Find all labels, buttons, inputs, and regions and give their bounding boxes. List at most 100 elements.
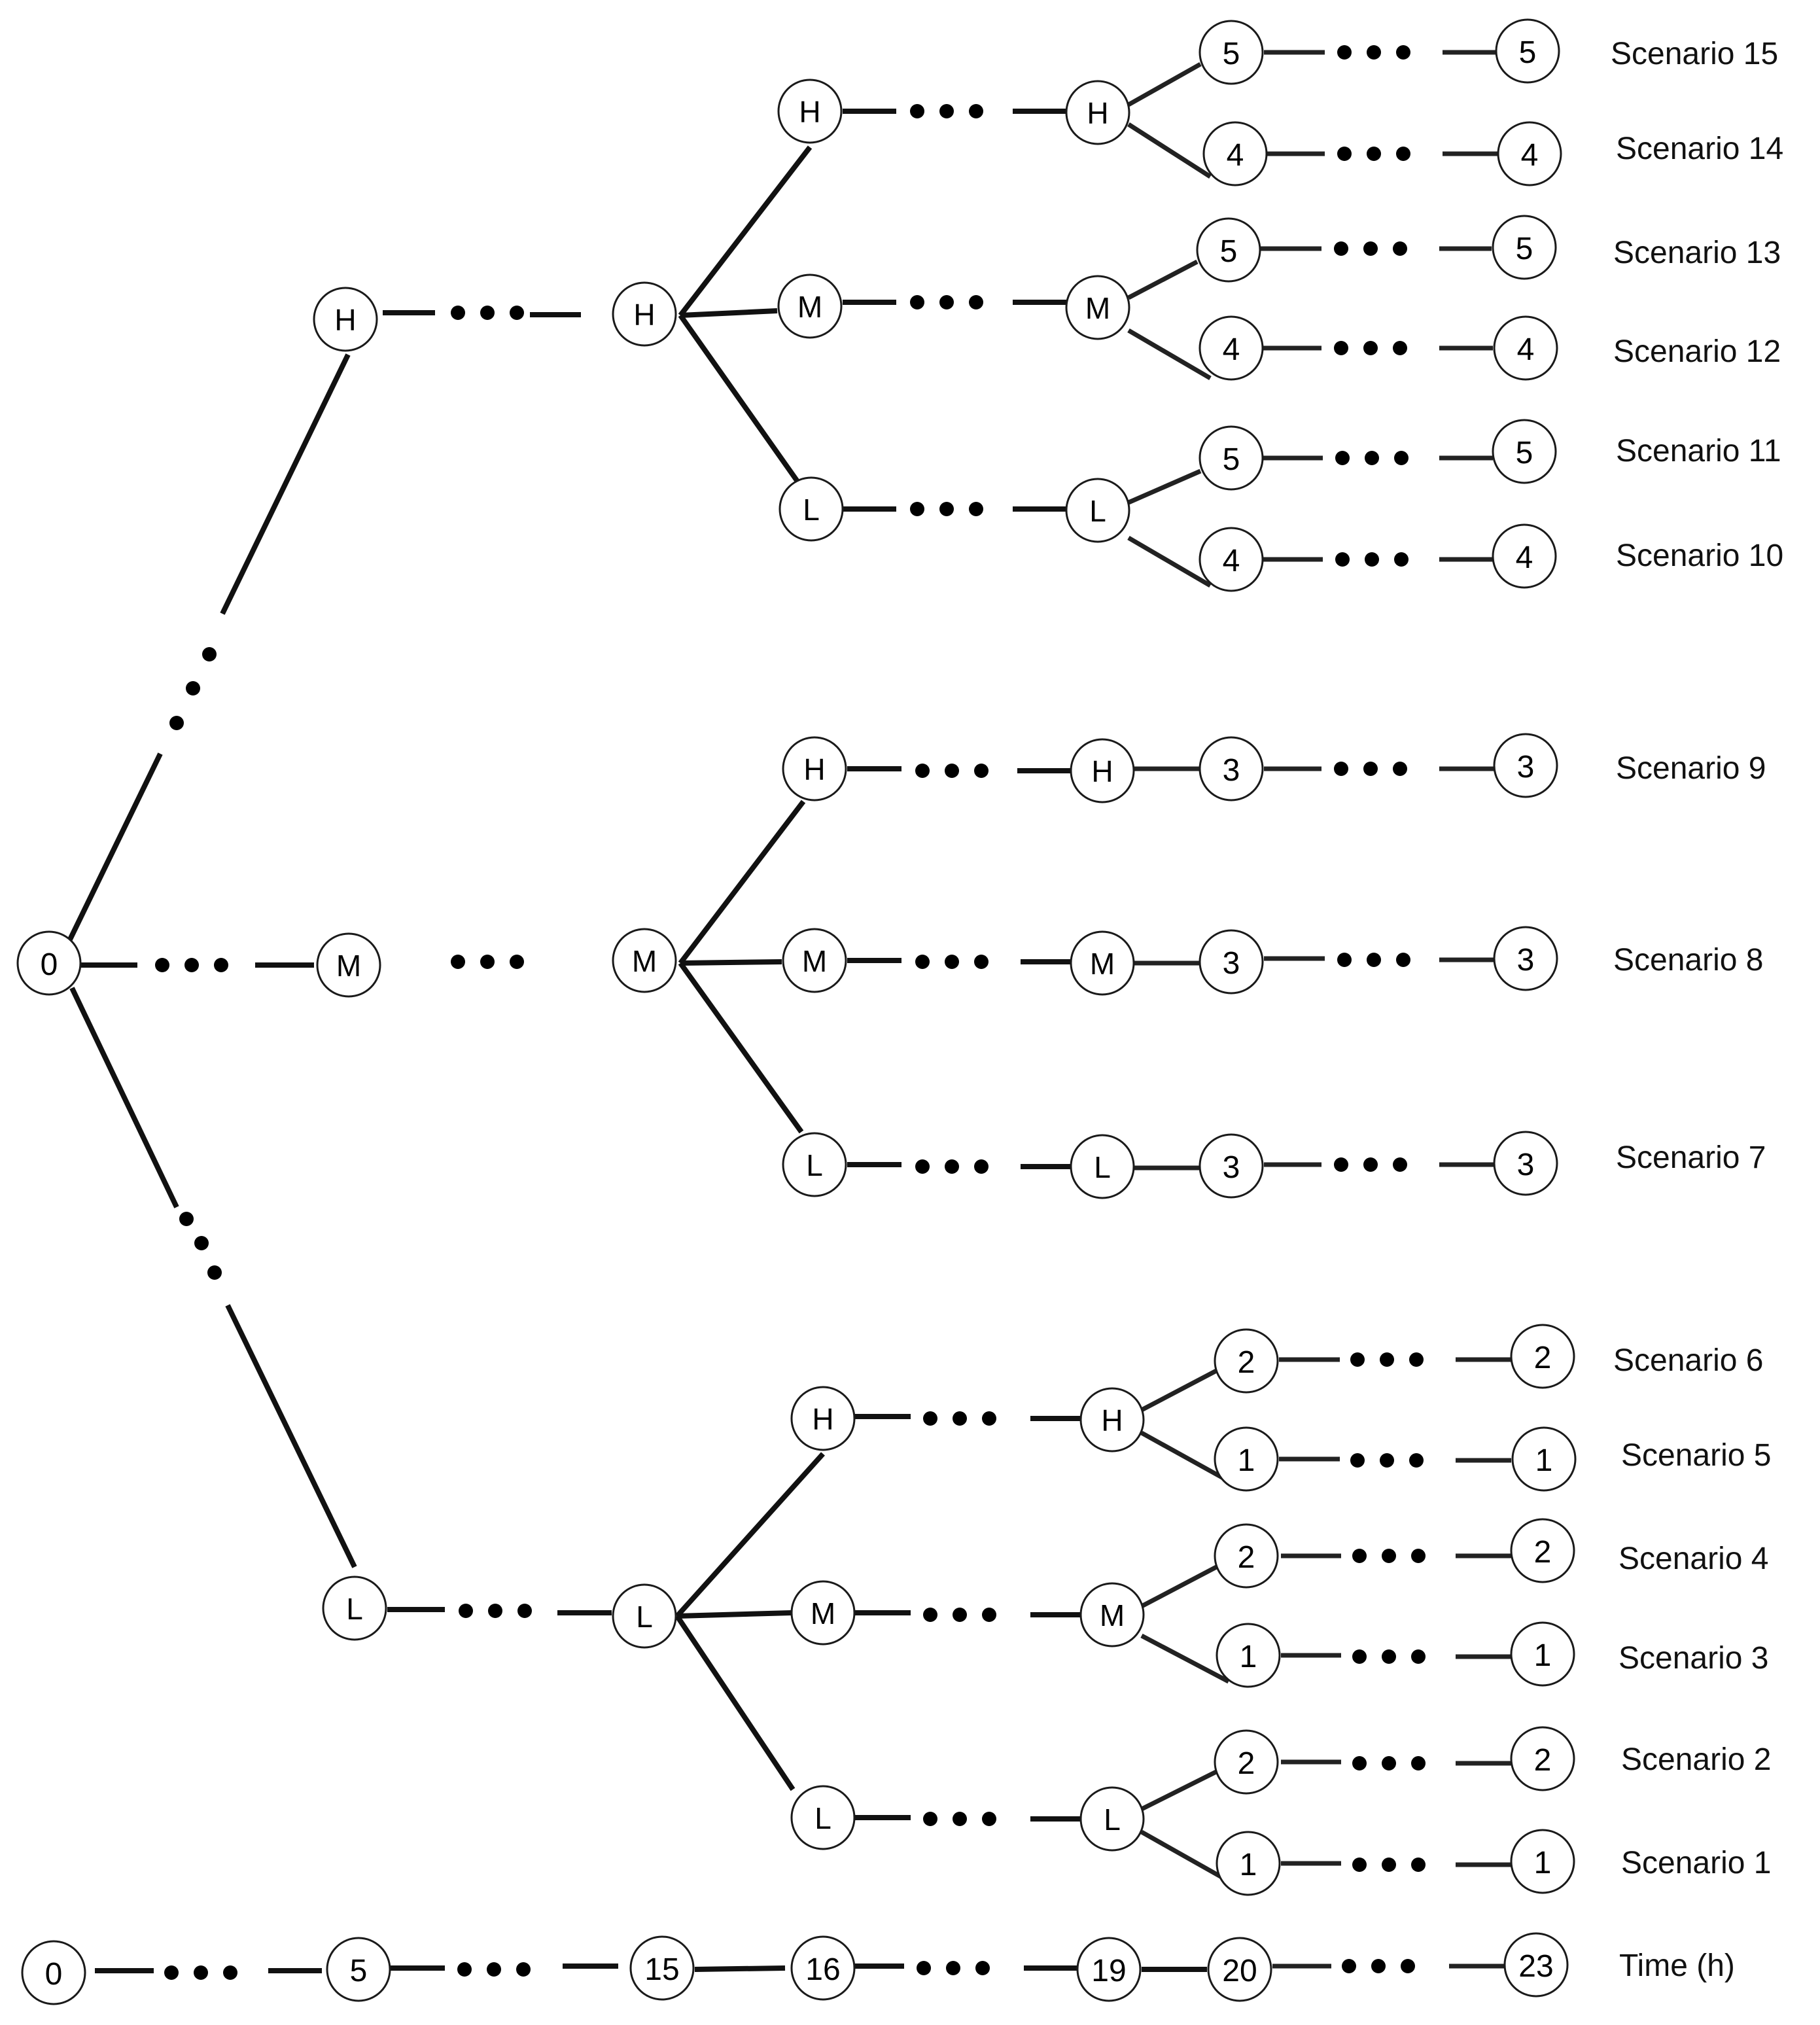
node-top-lo2b: 4 [1199, 527, 1264, 592]
node-label: 1 [1535, 1443, 1553, 1478]
ellipsis-dot [1350, 1352, 1365, 1367]
ellipsis-dot [974, 764, 989, 778]
ellipsis-dot [946, 1961, 960, 1975]
node-mid-lo3-end: 3 [1493, 1131, 1558, 1196]
node-label: 2 [1238, 1345, 1255, 1380]
edge-top-m2-4 [1127, 328, 1212, 381]
tree-nodes: 0 H H H H 5 5 4 [16, 18, 1577, 2005]
edge-bot-m2-2 [1140, 1562, 1221, 1609]
ellipsis-dot [1409, 1453, 1424, 1468]
node-label: 4 [1223, 544, 1240, 578]
ellipsis-dot [1394, 552, 1409, 567]
node-label: 4 [1227, 138, 1244, 173]
node-top-m1: M [777, 273, 843, 339]
ellipsis-dot [1352, 1549, 1367, 1563]
node-top-l2: H [612, 281, 677, 347]
horizontal-ellipsis-group [155, 45, 1426, 1980]
node-label: 3 [1223, 946, 1240, 981]
scenario-label: Scenario 1 [1621, 1846, 1771, 1880]
ellipsis-dot [939, 295, 954, 309]
node-label: 4 [1517, 332, 1535, 367]
ellipsis-dot [1411, 1649, 1426, 1664]
node-top-lo2b-end: 4 [1492, 523, 1557, 589]
ellipsis-dot [194, 1965, 208, 1980]
ellipsis-dot [1409, 1352, 1424, 1367]
dot [202, 647, 217, 661]
node-label: M [811, 1596, 835, 1630]
time-tick-label: 16 [805, 1952, 840, 1987]
time-tick-label: 20 [1222, 1954, 1257, 1988]
ellipsis-dot [459, 1604, 473, 1618]
ellipsis-dot [223, 1965, 237, 1980]
ellipsis-dot [953, 1608, 967, 1622]
ellipsis-dot [953, 1411, 967, 1426]
node-bot-m2: M [1079, 1582, 1145, 1647]
ellipsis-dot [915, 1159, 930, 1174]
edge-top-to-h1 [678, 145, 813, 317]
node-label: 3 [1223, 753, 1240, 788]
node-label: 2 [1534, 1743, 1552, 1778]
ellipsis-dot [1367, 953, 1381, 967]
ellipsis-dot [1342, 1959, 1356, 1973]
ellipsis-dot [517, 1604, 532, 1618]
node-label: 3 [1517, 750, 1535, 784]
ellipsis-dot [1337, 953, 1352, 967]
scenario-label: Scenario 4 [1619, 1541, 1768, 1576]
edge-root-bot-b [225, 1304, 357, 1568]
ellipsis-dot [1380, 1453, 1394, 1468]
ellipsis-dot [1365, 552, 1379, 567]
node-label: 1 [1534, 1846, 1552, 1880]
time-node-23: 23 [1503, 1932, 1569, 1998]
ellipsis-dot [184, 958, 199, 972]
node-mid-m3: 3 [1199, 929, 1264, 995]
scenario-labels: Scenario 15 Scenario 14 Scenario 13 Scen… [1611, 37, 1783, 1983]
node-mid-h3: 3 [1199, 736, 1264, 801]
node-bot-h1: H [790, 1386, 856, 1451]
ellipsis-dot [1411, 1549, 1426, 1563]
node-label: L [806, 1148, 823, 1182]
edge-bot-h2-1 [1140, 1430, 1228, 1483]
ellipsis-dot [982, 1411, 996, 1426]
node-label: L [346, 1592, 363, 1626]
ellipsis-dot [164, 1965, 179, 1980]
node-label: 5 [1223, 442, 1240, 477]
node-mid-h2: H [1070, 738, 1135, 803]
scenario-label: Scenario 15 [1611, 37, 1778, 71]
node-bot-h2a-end: 2 [1510, 1324, 1575, 1389]
node-bot-l2: L [612, 1583, 677, 1649]
node-top-h2a: 5 [1199, 20, 1264, 85]
ellipsis-dot [1393, 241, 1407, 256]
node-bot-lo2a-end: 2 [1510, 1726, 1575, 1791]
edge-bot-lo2-2 [1140, 1767, 1221, 1812]
ellipsis-dot [1352, 1858, 1367, 1872]
ellipsis-dot [1394, 451, 1409, 465]
ellipsis-dot [1334, 762, 1348, 776]
time-node-16: 16 [790, 1935, 856, 2001]
scenario-label: Scenario 7 [1616, 1140, 1766, 1175]
node-label: L [814, 1801, 831, 1835]
time-tick-label: 5 [350, 1954, 368, 1988]
scenario-label: Scenario 9 [1616, 751, 1766, 786]
node-bot-h2b-end: 1 [1511, 1426, 1577, 1492]
node-label: H [334, 303, 356, 337]
ellipsis-dot [510, 306, 524, 320]
ellipsis-dot [923, 1812, 937, 1826]
node-top-h2a-end: 5 [1495, 18, 1560, 84]
node-top-h1: H [777, 79, 843, 144]
ellipsis-dot [974, 1159, 989, 1174]
time-node-0: 0 [21, 1940, 86, 2005]
node-bot-lo2: L [1079, 1786, 1145, 1852]
node-label: 3 [1517, 943, 1535, 977]
ellipsis-dot [910, 104, 924, 118]
ellipsis-dot [1393, 341, 1407, 355]
edge-top-h2-5 [1127, 62, 1202, 107]
node-bot-h2b: 1 [1214, 1426, 1279, 1492]
node-label: M [336, 949, 361, 983]
node-label: M [797, 290, 822, 324]
ellipsis-dot [1396, 147, 1410, 161]
ellipsis-dot [1411, 1756, 1426, 1770]
scenario-label: Scenario 13 [1613, 236, 1781, 270]
ellipsis-dot [1334, 341, 1348, 355]
scenario-label: Scenario 10 [1616, 538, 1783, 573]
ellipsis-dot [1382, 1756, 1396, 1770]
